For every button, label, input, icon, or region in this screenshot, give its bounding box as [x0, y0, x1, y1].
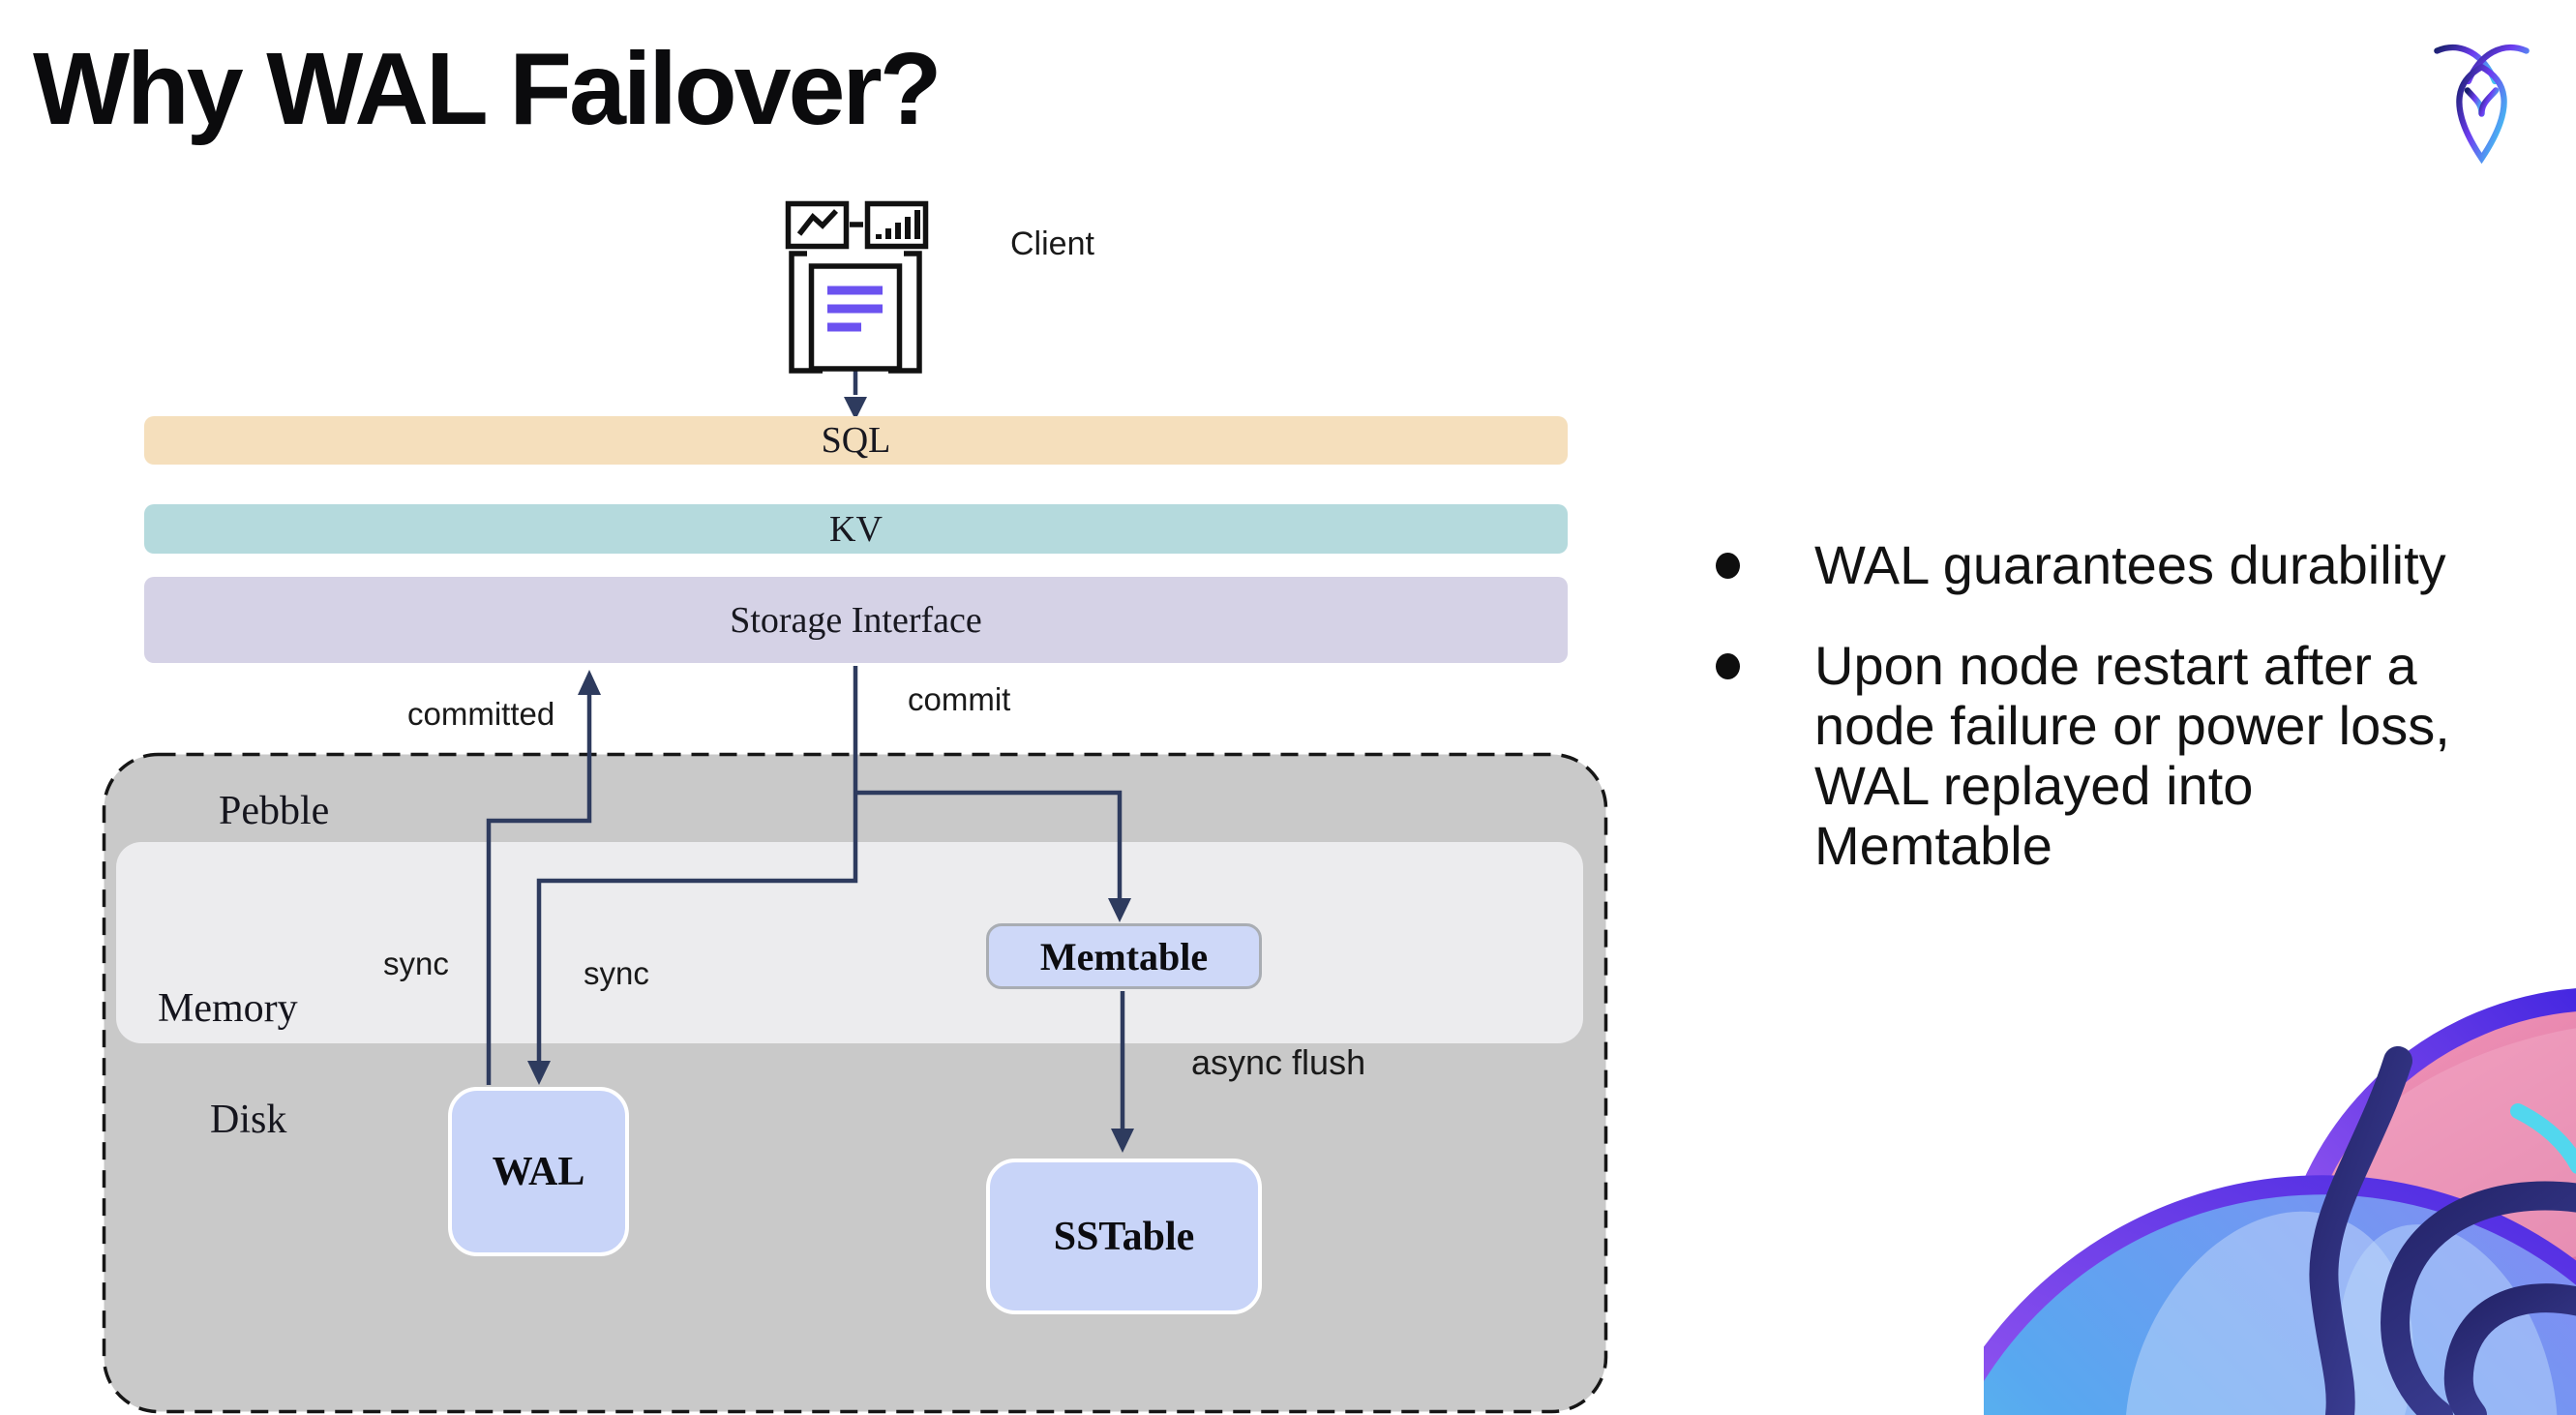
- cockroachdb-logo-icon: [2434, 44, 2530, 165]
- memory-band: [116, 842, 1583, 1043]
- committed-edge-label: committed: [407, 696, 555, 732]
- page-title: Why WAL Failover?: [33, 32, 942, 146]
- sync-left-edge-label: sync: [383, 946, 449, 981]
- document-icon: [808, 263, 903, 372]
- pebble-container: [102, 752, 1608, 1414]
- commit-to-memtable-arrow: [855, 790, 1123, 900]
- bracket-frame: [789, 251, 922, 374]
- disk-label: Disk: [210, 1098, 287, 1142]
- storage-interface-label: Storage Interface: [730, 599, 982, 641]
- sstable-node: SSTable: [986, 1159, 1262, 1314]
- memtable-node-label: Memtable: [1039, 934, 1209, 978]
- bullet-text: WAL guarantees durability: [1814, 534, 2446, 595]
- bar-chart-bars: [876, 210, 920, 239]
- commit-to-wal-arrow: [536, 666, 858, 1063]
- pebble-label: Pebble: [219, 789, 330, 833]
- bullet-dot-icon: [1716, 553, 1740, 579]
- cockroachdb-brand-art-icon: [1984, 988, 2576, 1415]
- line-chart-icon: [796, 209, 839, 236]
- list-item: WAL guarantees durability: [1689, 535, 2453, 595]
- storage-interface-layer-bar: Storage Interface: [144, 577, 1568, 663]
- committed-arrow: [486, 693, 592, 1085]
- sql-layer-label: SQL: [821, 420, 891, 461]
- bullet-list: WAL guarantees durability Upon node rest…: [1689, 535, 2453, 876]
- bullet-text: Upon node restart after a node failure o…: [1814, 635, 2450, 876]
- kv-layer-label: KV: [829, 508, 883, 550]
- async-flush-edge-label: async flush: [1191, 1042, 1366, 1082]
- memtable-node: Memtable: [986, 923, 1262, 989]
- client-app-icon: [785, 200, 929, 374]
- client-label: Client: [1010, 226, 1094, 262]
- list-item: Upon node restart after a node failure o…: [1689, 636, 2453, 876]
- bullet-dot-icon: [1716, 653, 1740, 679]
- kv-layer-bar: KV: [144, 504, 1568, 554]
- sync-right-edge-label: sync: [584, 955, 649, 991]
- sql-layer-bar: SQL: [144, 416, 1568, 465]
- document-text-lines: [827, 286, 883, 332]
- wal-node: WAL: [448, 1087, 629, 1256]
- brand-decoration: [1984, 968, 2576, 1415]
- sstable-node-label: SSTable: [1053, 1214, 1195, 1259]
- wal-node-label: WAL: [492, 1149, 585, 1194]
- commit-edge-label: commit: [908, 681, 1011, 717]
- memory-label: Memory: [158, 986, 298, 1031]
